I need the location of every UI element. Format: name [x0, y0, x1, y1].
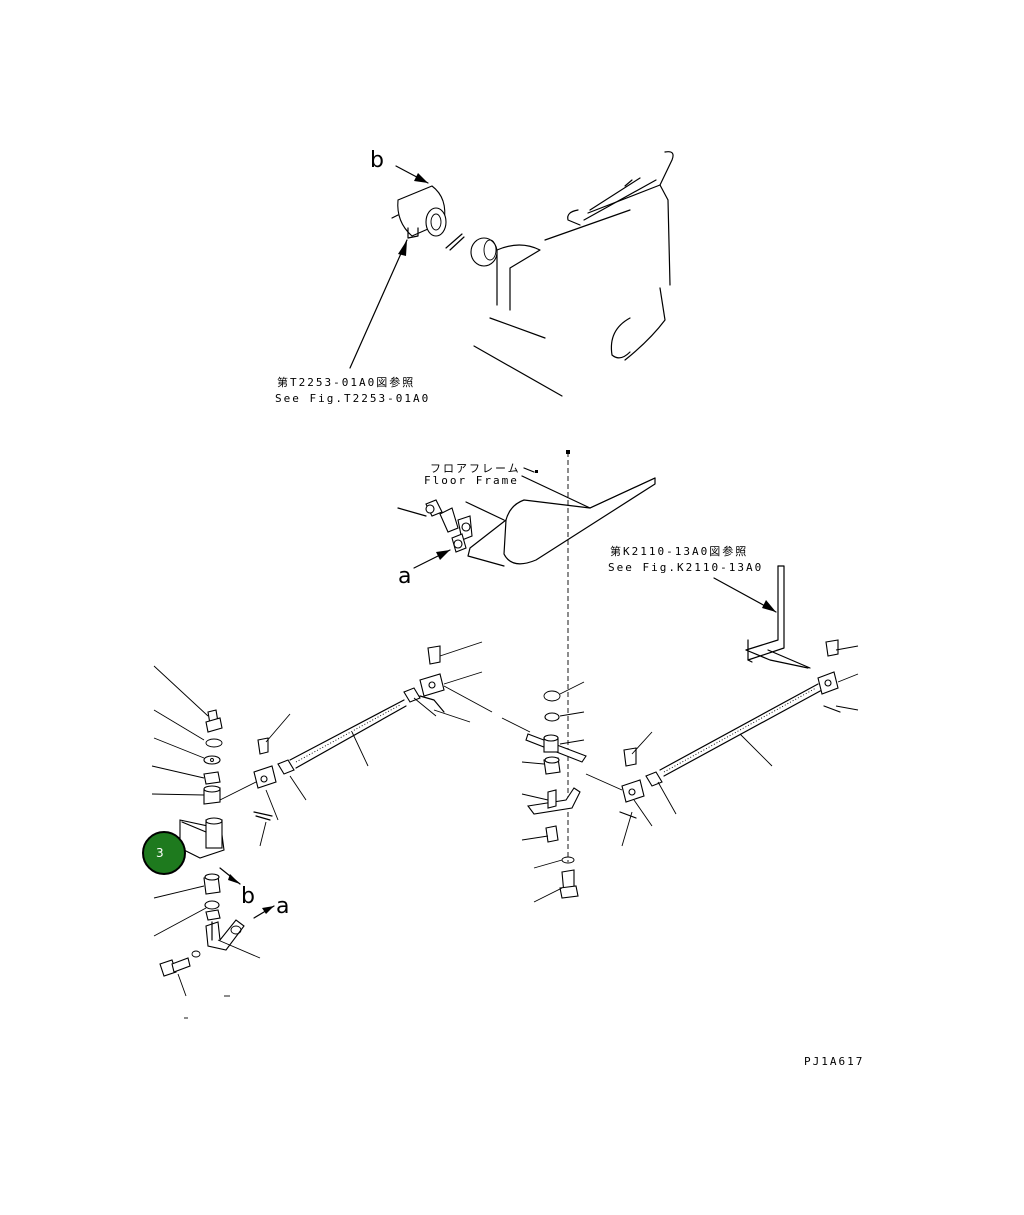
floor-frame	[397, 467, 656, 569]
right-lever	[713, 565, 811, 669]
view-label-a-low: a	[276, 894, 290, 919]
leader-lines	[151, 641, 859, 1019]
callout-badge-3[interactable]: 3	[142, 831, 186, 875]
right-ref-jp: 第K2110-13A0図参照	[610, 545, 749, 558]
cab-lever-assembly	[349, 151, 674, 397]
view-label-b-low: b	[241, 884, 255, 909]
right-rod	[585, 639, 841, 819]
left-rod	[219, 645, 531, 821]
drawing-code: PJ1A617	[804, 1055, 865, 1068]
callout-badge-label: 3	[156, 846, 164, 860]
floor-bracket	[397, 499, 473, 553]
right-ref-en: See Fig.K2110-13A0	[608, 561, 764, 574]
center-pivot	[525, 690, 587, 899]
view-label-b-top: b	[370, 148, 384, 173]
floor-frame-en: Floor Frame	[424, 474, 519, 487]
floor-frame-jp: フロアフレーム	[430, 462, 521, 475]
view-label-a-mid: a	[398, 564, 412, 589]
top-ref-jp: 第T2253-01A0図参照	[277, 376, 416, 389]
bellcrank-stack	[159, 709, 275, 977]
top-ref-en: See Fig.T2253-01A0	[275, 392, 431, 405]
